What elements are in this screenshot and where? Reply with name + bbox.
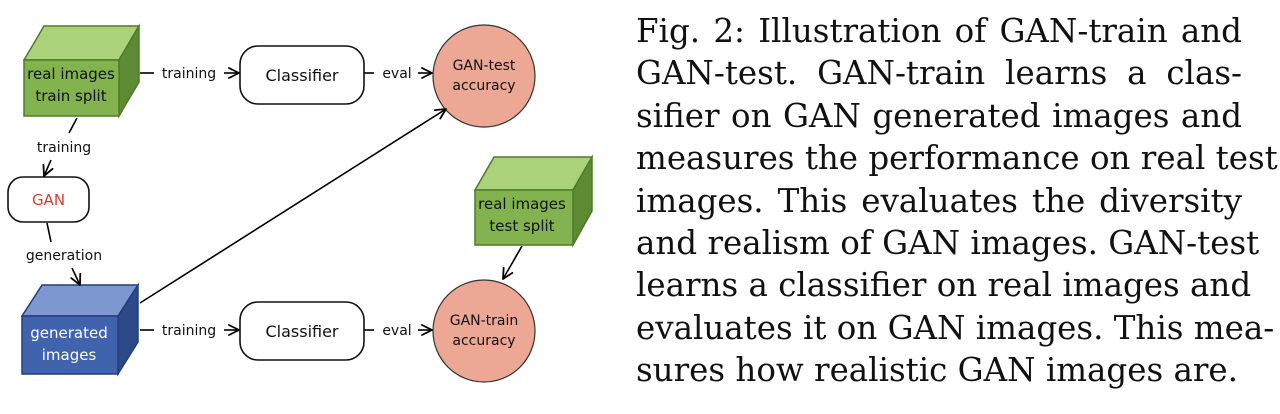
edge-arrow <box>42 159 54 177</box>
figure-caption: Fig. 2: Illustration of GAN-train and GA… <box>636 10 1278 392</box>
edge-training-top: training <box>140 66 240 82</box>
real-images-train-split-cube: real images train split <box>22 23 141 119</box>
classifier-bottom-label: Classifier <box>265 322 338 341</box>
caption-line: evaluates it on GAN images. This mea- <box>636 308 1275 347</box>
edge-label-training-bottom: training <box>162 323 216 339</box>
edge-arrow <box>70 267 82 286</box>
caption-line: sures how realistic GAN images are. <box>636 351 1238 390</box>
gan-node: GAN <box>7 176 90 223</box>
caption-line: and realism of GAN images. GAN-test <box>636 224 1260 263</box>
generated-label-line2: images <box>42 346 97 364</box>
caption-line: sifier on GAN generated images and <box>636 96 1242 135</box>
caption-line: GAN-test. GAN-train learns a clas- <box>636 54 1242 93</box>
gan-test-accuracy-node: GAN-test accuracy <box>432 24 536 128</box>
generated-label-line1: generated <box>30 324 107 342</box>
caption-line: learns a classifier on real images and <box>636 266 1252 305</box>
classifier-top-node: Classifier <box>239 45 365 105</box>
real-test-label-line1: real images <box>478 195 566 213</box>
edge-eval-top: eval <box>364 66 433 82</box>
edge-generation: generation <box>26 222 102 286</box>
cube-top-face <box>473 156 594 191</box>
edge-label-training-top: training <box>162 66 216 82</box>
gan-test-accuracy-line1: GAN-test <box>453 58 516 74</box>
edge-label-training-gan: training <box>37 140 91 156</box>
real-test-label-line2: test split <box>489 217 554 235</box>
gan-test-accuracy-line2: accuracy <box>452 78 515 94</box>
gan-box <box>7 176 90 223</box>
gan-train-accuracy-circle <box>432 279 536 383</box>
cube-front-face <box>23 59 120 117</box>
real-images-test-split-cube: real images test split <box>473 154 594 248</box>
edge-generated-to-gan-test <box>139 108 447 304</box>
caption-line: Fig. 2: Illustration of GAN-train and <box>636 12 1242 50</box>
classifier-top-label: Classifier <box>265 66 338 85</box>
edge-eval-bottom: eval <box>364 323 433 339</box>
caption-line: measures the performance on real test <box>636 139 1278 178</box>
edge-training-bottom: training <box>140 323 240 339</box>
real-train-label-line2: train split <box>35 87 106 105</box>
edge-label-eval-top: eval <box>382 66 411 82</box>
generated-images-cube: generated images <box>20 282 140 377</box>
gan-train-accuracy-node: GAN-train accuracy <box>432 279 536 383</box>
edge-line <box>68 117 78 134</box>
classifier-bottom-node: Classifier <box>239 301 365 361</box>
classifier-top-box <box>239 45 365 105</box>
cube-front-face <box>474 189 574 246</box>
edge-line <box>46 222 52 243</box>
gan-test-accuracy-circle <box>432 24 536 128</box>
edge-label-generation: generation <box>26 248 102 264</box>
cube-front-face <box>21 315 119 375</box>
gan-train-accuracy-line2: accuracy <box>452 333 515 349</box>
gan-label: GAN <box>32 191 65 209</box>
gan-train-accuracy-line1: GAN-train <box>450 313 519 329</box>
classifier-bottom-box <box>239 301 365 361</box>
real-train-label-line1: real images <box>27 65 115 83</box>
edge-real-test-to-gan-train <box>502 245 523 280</box>
edge-training-gan: training <box>37 117 91 177</box>
edge-label-eval-bottom: eval <box>382 323 411 339</box>
caption-line: images. This evaluates the diversity <box>636 181 1242 220</box>
